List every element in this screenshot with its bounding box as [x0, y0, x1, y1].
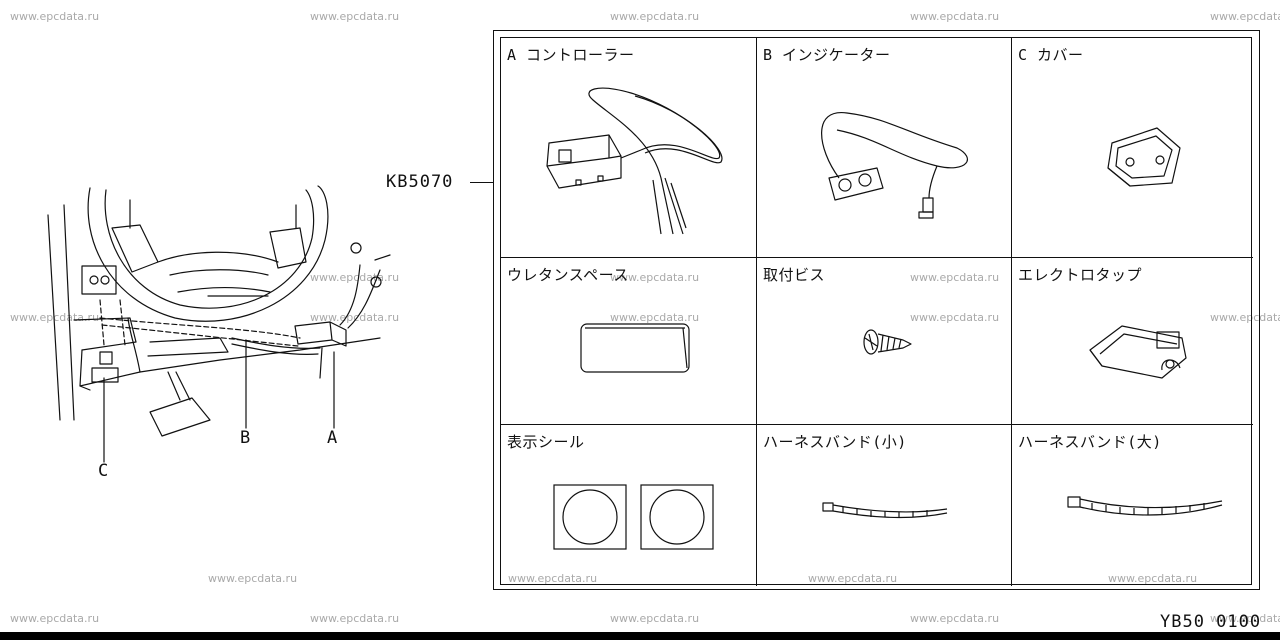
watermark: www.epcdata.ru — [610, 311, 700, 324]
cover-icon — [1107, 127, 1181, 187]
mounting-screw-icon — [863, 329, 912, 355]
part-cell-cover: C カバー — [1012, 38, 1253, 258]
harness-band-small-icon — [822, 502, 948, 519]
part-label: エレクトロタップ — [1018, 266, 1143, 284]
part-label: ハーネスバンド(小) — [763, 433, 907, 451]
watermark: www.epcdata.ru — [310, 612, 400, 625]
watermark: www.epcdata.ru — [910, 271, 1000, 284]
watermark: www.epcdata.ru — [310, 10, 400, 23]
callout-b: B — [240, 428, 252, 448]
part-cell-controller: A コントローラー — [501, 38, 757, 258]
bottom-bar — [0, 632, 1280, 640]
page-code: YB50 0100 — [1160, 612, 1262, 632]
brake-pedal-icon — [149, 371, 211, 437]
part-label: 表示シール — [507, 433, 585, 451]
watermark: www.epcdata.ru — [1108, 572, 1198, 585]
part-label: 取付ビス — [763, 266, 826, 284]
electro-tap-icon — [1089, 325, 1187, 379]
indicator-switch-icon — [81, 265, 117, 295]
watermark: www.epcdata.ru — [910, 612, 1000, 625]
callout-c: C — [98, 461, 110, 481]
part-cell-indicator: B インジケーター — [757, 38, 1012, 258]
controller-unit-icon — [546, 87, 723, 235]
watermark: www.epcdata.ru — [610, 271, 700, 284]
watermark: www.epcdata.ru — [610, 10, 700, 23]
watermark: www.epcdata.ru — [508, 572, 598, 585]
indicator-seal-icon — [553, 484, 714, 550]
watermark: www.epcdata.ru — [1210, 10, 1280, 23]
part-cell-urethane-spacer: ウレタンスペース — [501, 258, 757, 425]
part-label: ウレタンスペース — [507, 266, 629, 284]
part-label: C カバー — [1018, 46, 1084, 64]
watermark: www.epcdata.ru — [10, 10, 100, 23]
callout-a: A — [327, 428, 339, 448]
part-cell-indicator-seal: 表示シール — [501, 425, 757, 586]
indicator-switch-icon — [821, 112, 968, 219]
steering-wheel-icon — [87, 185, 329, 322]
watermark: www.epcdata.ru — [1210, 612, 1280, 625]
part-number: KB5070 — [386, 172, 454, 192]
watermark: www.epcdata.ru — [910, 10, 1000, 23]
part-label: A コントローラー — [507, 46, 635, 64]
part-label: ハーネスバンド(大) — [1018, 433, 1162, 451]
part-label: B インジケーター — [763, 46, 891, 64]
part-cell-mounting-screw: 取付ビス — [757, 258, 1012, 425]
parts-table: A コントローラー B インジケーター C カバー — [500, 37, 1253, 586]
dashboard-installation-diagram — [47, 185, 391, 463]
part-cell-harness-band-small: ハーネスバンド(小) — [757, 425, 1012, 586]
watermark: www.epcdata.ru — [910, 311, 1000, 324]
dashboard-panel-icon — [47, 204, 391, 421]
wire-harness-icon — [99, 299, 323, 379]
watermark: www.epcdata.ru — [10, 612, 100, 625]
harness-band-large-icon — [1067, 496, 1223, 516]
cover-icon — [91, 351, 119, 383]
leader-lines — [103, 339, 335, 463]
watermark: www.epcdata.ru — [310, 271, 400, 284]
part-number-leader — [470, 182, 494, 183]
watermark: www.epcdata.ru — [310, 311, 400, 324]
parts-table-frame — [493, 30, 1260, 590]
watermark: www.epcdata.ru — [610, 612, 700, 625]
urethane-spacer-icon — [580, 323, 690, 373]
controller-unit-icon — [294, 242, 382, 347]
watermark: www.epcdata.ru — [1210, 311, 1280, 324]
watermark: www.epcdata.ru — [808, 572, 898, 585]
watermark: www.epcdata.ru — [208, 572, 298, 585]
part-cell-electro-tap: エレクトロタップ — [1012, 258, 1253, 425]
part-cell-harness-band-large: ハーネスバンド(大) — [1012, 425, 1253, 586]
